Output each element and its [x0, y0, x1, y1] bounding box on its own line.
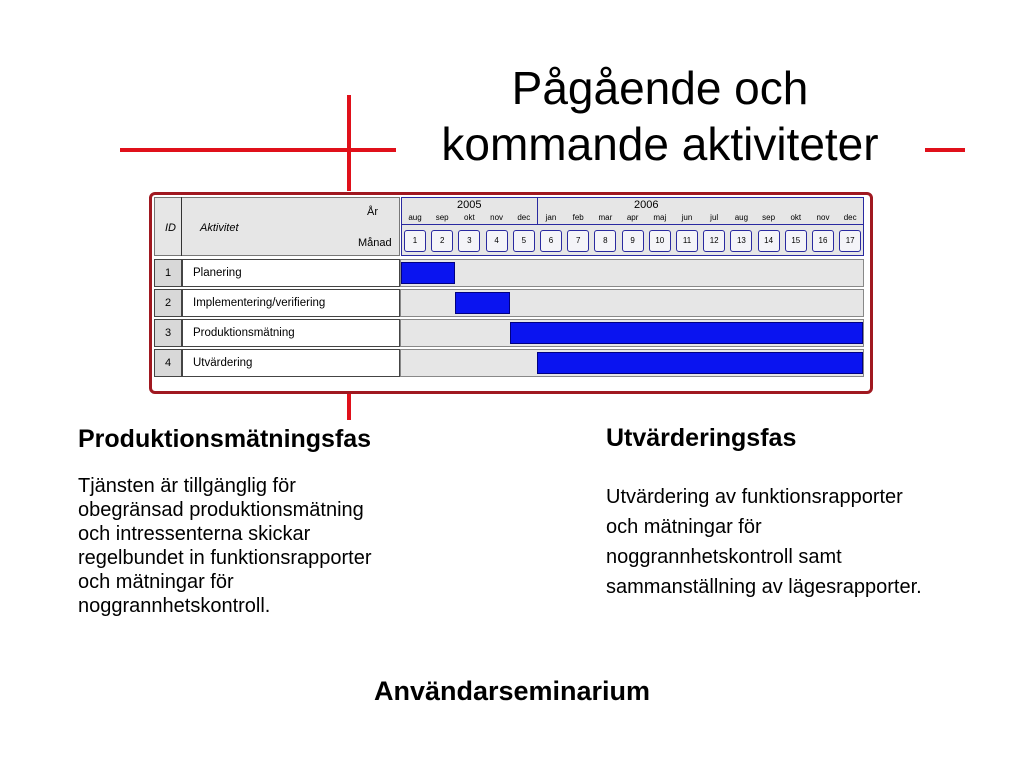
month-number-box: 6	[540, 230, 562, 252]
red-horizontal-line-right	[925, 148, 965, 152]
month-label: jun	[681, 213, 693, 222]
red-vertical-line-bottom	[347, 394, 351, 420]
evaluation-text-line: Utvärdering av funktionsrapporter	[606, 486, 903, 508]
title-line-2: kommande aktiviteter	[441, 118, 879, 170]
month-number-box: 17	[839, 230, 862, 252]
month-number-box: 8	[594, 230, 617, 252]
header-activity-label: Aktivitet	[200, 222, 239, 234]
month-label: sep	[762, 213, 776, 222]
month-label: nov	[816, 213, 830, 222]
row-timeline-track	[400, 289, 864, 317]
month-label: okt	[790, 213, 802, 222]
header-year-label: År	[367, 206, 378, 218]
evaluation-phase-heading: Utvärderingsfas	[606, 424, 797, 452]
month-number-box: 12	[703, 230, 726, 252]
production-phase-heading: Produktionsmätningsfas	[78, 425, 372, 453]
month-label: aug	[734, 213, 749, 222]
month-number-box: 14	[757, 230, 780, 252]
row-id: 4	[154, 349, 182, 377]
row-id: 3	[154, 319, 182, 347]
month-number-box: 10	[648, 230, 671, 252]
month-number-box: 4	[485, 230, 508, 252]
title-line-1: Pågående och	[511, 62, 809, 114]
month-number-box: 3	[458, 230, 481, 252]
month-label: nov	[490, 213, 504, 222]
row-activity-name: Utvärdering	[182, 349, 400, 377]
production-text-line: och mätningar för	[78, 571, 234, 593]
month-number-box: 1	[404, 230, 426, 252]
slide-title: Pågående och kommande aktiviteter	[400, 60, 920, 172]
row-timeline-track	[400, 349, 864, 377]
row-id: 2	[154, 289, 182, 317]
month-number-box: 2	[431, 230, 454, 252]
month-label: mar	[598, 213, 613, 222]
row-id: 1	[154, 259, 182, 287]
production-text-line: obegränsad produktionsmätning	[78, 499, 364, 521]
gantt-bar	[401, 262, 456, 284]
footer-title: Användarseminarium	[373, 676, 651, 706]
production-text-line: och intressenterna skickar	[78, 523, 311, 545]
gantt-bar	[455, 292, 510, 314]
production-text-line: regelbundet in funktionsrapporter	[78, 547, 372, 569]
evaluation-text-line: sammanställning av lägesrapporter.	[606, 576, 922, 598]
gantt-bar	[537, 352, 863, 374]
month-label: jul	[710, 213, 719, 222]
header-separator	[402, 224, 863, 225]
month-number-box: 7	[567, 230, 590, 252]
month-number-box: 13	[730, 230, 753, 252]
evaluation-text-line: och mätningar för	[606, 516, 762, 538]
month-label: feb	[572, 213, 584, 222]
month-label: aug	[408, 213, 422, 222]
month-label: jan	[545, 213, 557, 222]
year-label-2006: 2006	[634, 199, 659, 211]
month-number-box: 9	[621, 230, 644, 252]
month-label: maj	[653, 213, 667, 222]
gantt-header-left	[154, 197, 400, 256]
production-text-line: noggrannhetskontroll.	[78, 595, 271, 617]
month-label: dec	[517, 213, 531, 222]
red-horizontal-line-left	[120, 148, 396, 152]
gantt-bar	[509, 322, 863, 344]
production-phase-text: Tjänsten är tillgänglig för obegränsad p…	[78, 474, 478, 618]
month-label: okt	[464, 213, 475, 222]
year-label-2005: 2005	[457, 199, 482, 211]
red-vertical-line-top	[347, 95, 351, 191]
month-label: apr	[626, 213, 639, 222]
production-text-line: Tjänsten är tillgänglig för	[78, 475, 296, 497]
year-divider	[537, 198, 538, 224]
month-label: dec	[843, 213, 857, 222]
evaluation-phase-text: Utvärdering av funktionsrapporter och mä…	[606, 482, 1016, 602]
row-timeline-track	[400, 319, 864, 347]
header-month-label: Månad	[358, 237, 392, 249]
gantt-header-id-column	[154, 197, 182, 256]
month-label: sep	[435, 213, 449, 222]
evaluation-text-line: noggrannhetskontroll samt	[606, 546, 842, 568]
row-activity-name: Implementering/verifiering	[182, 289, 400, 317]
month-number-box: 16	[812, 230, 834, 252]
month-number-box: 15	[784, 230, 807, 252]
row-timeline-track	[400, 259, 864, 287]
month-number-box: 5	[512, 230, 535, 252]
row-activity-name: Planering	[182, 259, 400, 287]
row-activity-name: Produktionsmätning	[182, 319, 400, 347]
header-id-label: ID	[165, 222, 176, 234]
month-number-box: 11	[676, 230, 698, 252]
